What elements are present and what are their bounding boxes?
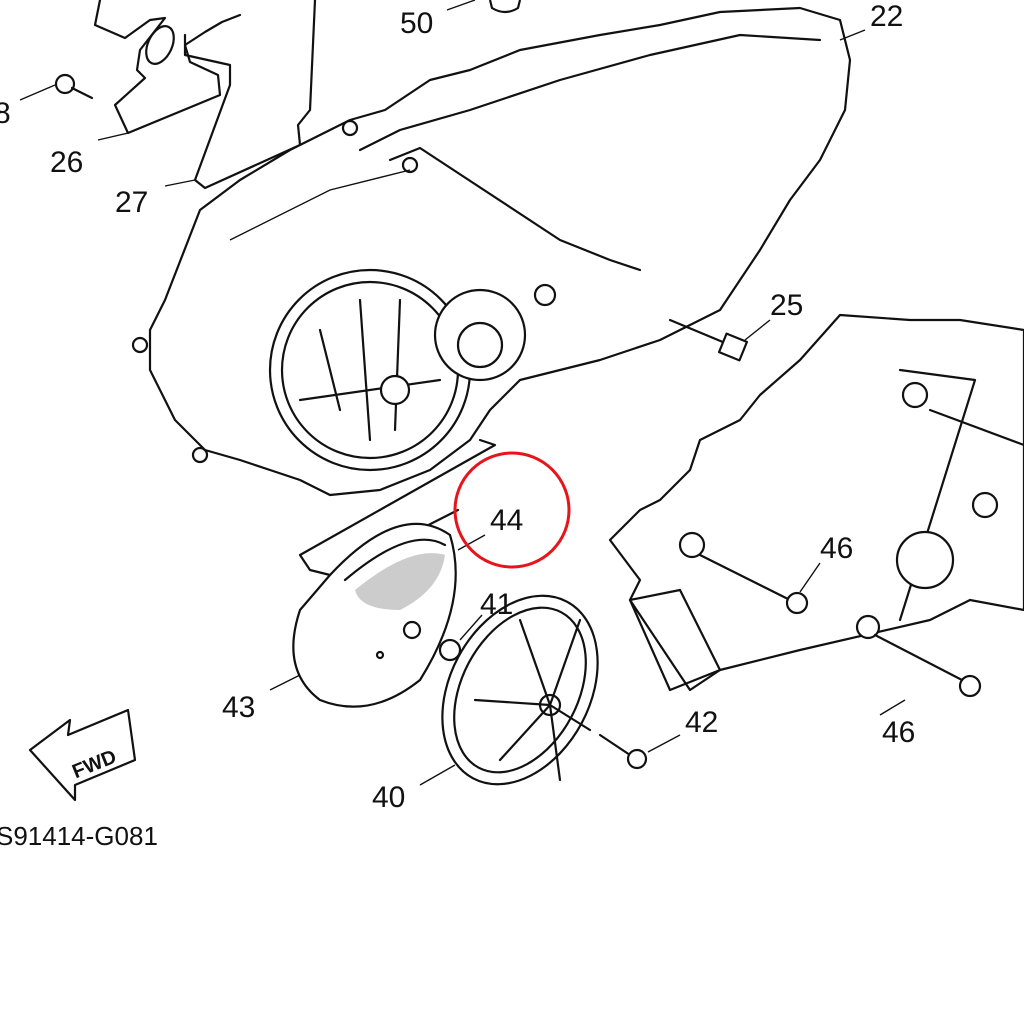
bolt-8 xyxy=(54,73,94,100)
callout-44: 44 xyxy=(490,504,523,537)
callout-40: 40 xyxy=(372,781,405,814)
washer-50 xyxy=(488,0,522,14)
callout-27: 27 xyxy=(115,186,148,219)
callout-26: 26 xyxy=(50,146,83,179)
fan-40 xyxy=(441,594,599,786)
collar-41 xyxy=(438,638,462,662)
fwd-arrow: FWD xyxy=(28,708,137,802)
filter-case-43 xyxy=(292,522,457,708)
callout-8: 8 xyxy=(0,97,11,130)
bolt-42 xyxy=(598,733,648,770)
bracket-26 xyxy=(93,0,242,135)
callout-42: 42 xyxy=(685,706,718,739)
callout-46-upper: 46 xyxy=(820,532,853,565)
plate-27 xyxy=(183,0,317,190)
bolt-46-right xyxy=(928,408,1024,447)
callout-50: 50 xyxy=(400,7,433,40)
diagram-code: S91414-G081 xyxy=(0,821,158,851)
callout-25: 25 xyxy=(770,289,803,322)
crankcase-cover-22 xyxy=(131,6,852,497)
callout-22: 22 xyxy=(870,0,903,33)
bolt-46-upper xyxy=(698,553,809,615)
air-duct-cover xyxy=(608,313,1024,692)
bolt-25 xyxy=(668,318,749,362)
highlight-circle xyxy=(453,451,571,569)
bolt-46-lower xyxy=(873,633,982,698)
callout-43: 43 xyxy=(222,691,255,724)
leader-lines xyxy=(19,0,906,786)
callout-41: 41 xyxy=(480,588,513,621)
callout-46-lower: 46 xyxy=(882,716,915,749)
